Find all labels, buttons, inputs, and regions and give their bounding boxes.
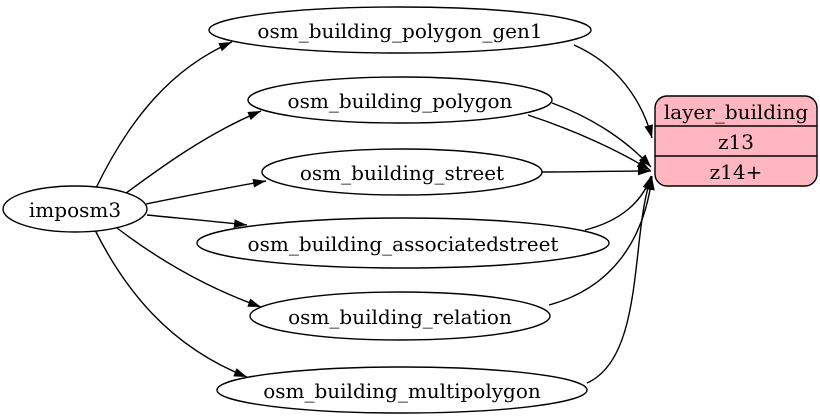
record-row-z13: z13 [718, 130, 754, 154]
node-label-osm_building_multipolygon: osm_building_multipolygon [263, 379, 541, 403]
node-label-osm_building_street: osm_building_street [300, 161, 504, 185]
edge-imposm3-to-osm_building_street [145, 178, 267, 205]
node-label-osm_building_polygon_gen1: osm_building_polygon_gen1 [257, 19, 542, 43]
edge-imposm3-to-osm_building_polygon_gen1 [95, 41, 233, 189]
node-imposm3: imposm3 [2, 185, 148, 233]
node-layer_building: layer_building z13 z14+ [654, 95, 818, 187]
edge-imposm3-to-osm_building_associatedstreet [146, 214, 248, 228]
edge-osm_building_street-to-layer_building-z14+ [541, 166, 652, 176]
node-label-imposm3: imposm3 [29, 198, 121, 222]
edge-imposm3-to-osm_building_multipolygon [94, 229, 248, 378]
edge-osm_building_polygon-to-layer_building-z14+ [551, 102, 652, 168]
node-osm_building_polygon_gen1: osm_building_polygon_gen1 [208, 6, 592, 54]
node-label-osm_building_relation: osm_building_relation [288, 305, 512, 329]
node-ellipse-osm_building_street [261, 148, 543, 196]
edge-osm_building_multipolygon-to-layer_building-z14+ [586, 175, 653, 384]
node-ellipse-osm_building_polygon_gen1 [208, 6, 592, 54]
node-osm_building_associatedstreet: osm_building_associatedstreet [196, 217, 610, 269]
node-osm_building_multipolygon: osm_building_multipolygon [216, 366, 588, 414]
node-label-osm_building_polygon: osm_building_polygon [288, 89, 513, 113]
record-title-layer_building: layer_building [664, 100, 809, 124]
edge-imposm3-to-osm_building_relation [116, 227, 262, 308]
node-osm_building_polygon: osm_building_polygon [247, 76, 553, 124]
edge-osm_building_polygon-to-layer_building-z14+ [527, 114, 651, 171]
node-label-osm_building_associatedstreet: osm_building_associatedstreet [248, 232, 559, 256]
edge-imposm3-to-osm_building_polygon [121, 110, 262, 197]
record-row-z14+: z14+ [710, 160, 763, 184]
node-ellipse-osm_building_multipolygon [216, 366, 588, 414]
edge-osm_building_relation-to-layer_building-z14+ [548, 176, 655, 306]
node-ellipse-osm_building_relation [249, 291, 551, 341]
node-ellipse-osm_building_associatedstreet [196, 217, 610, 269]
record-box-layer_building [654, 95, 818, 187]
node-ellipse-osm_building_polygon [247, 76, 553, 124]
node-osm_building_relation: osm_building_relation [249, 291, 551, 341]
node-osm_building_street: osm_building_street [261, 148, 543, 196]
edge-osm_building_polygon_gen1-to-layer_building-z13 [573, 44, 653, 139]
node-ellipse-imposm3 [2, 185, 148, 233]
